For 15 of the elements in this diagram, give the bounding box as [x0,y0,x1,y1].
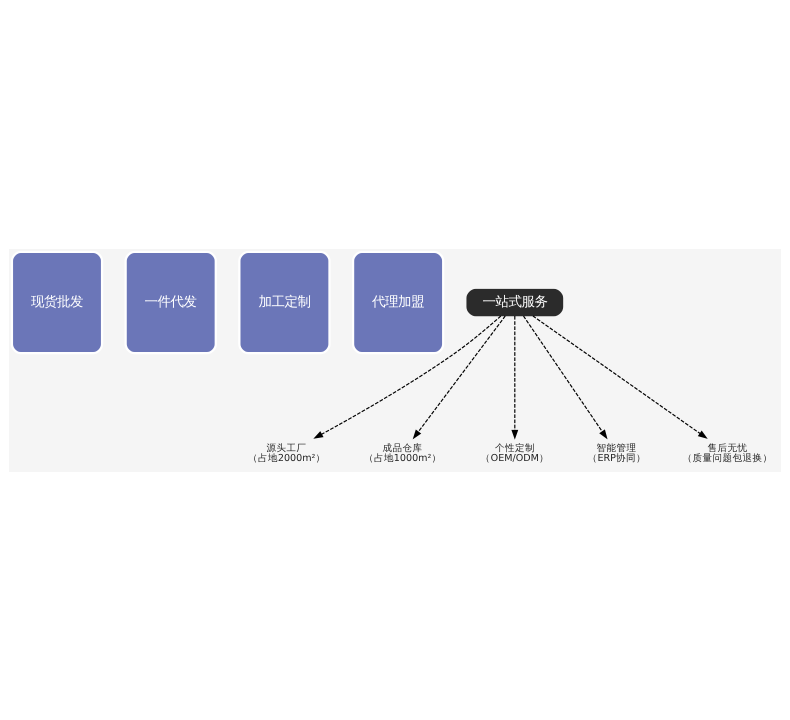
node-text: 成品仓库 （占地1000m²） [364,442,442,464]
arrow [412,315,506,439]
node-box: 一站式服务 [466,288,564,316]
arrow [313,315,502,438]
node-text: 源头工厂 （占地2000m²） [248,442,326,464]
node-box: 加工定制 [238,250,331,354]
node-box: 一件代发 [124,250,217,354]
node-box: 现货批发 [10,250,104,354]
node-text: 个性定制 （OEM/ODM） [480,442,549,464]
arrow [511,316,518,440]
node-text: 售后无忧 （质量问题包退换） [682,442,772,464]
arrow [532,315,708,438]
node-text: 智能管理 （ERP协同） [587,442,646,464]
node-box: 代理加盟 [352,250,444,354]
arrow [523,315,608,439]
